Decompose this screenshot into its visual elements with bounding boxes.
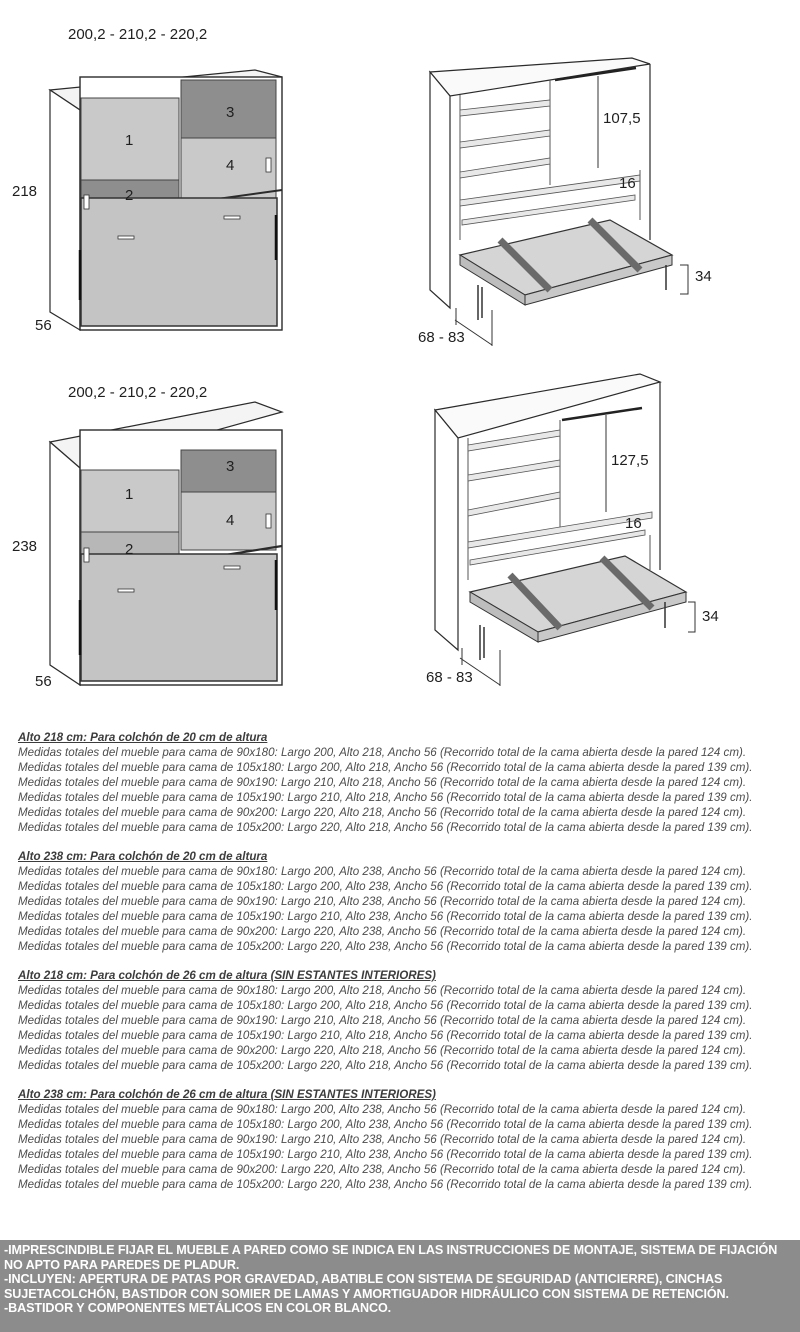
spec-group: Alto 238 cm: Para colchón de 20 cm de al… (18, 849, 788, 954)
closed-cabinet-238-figure: 200,2 - 210,2 - 220,2 238 56 1 2 3 4 (0, 360, 300, 700)
spec-line: Medidas totales del mueble para cama de … (18, 821, 753, 834)
spec-line: Medidas totales del mueble para cama de … (18, 1059, 753, 1072)
shelf-dimension-label: 16 (619, 175, 636, 192)
spec-line: Medidas totales del mueble para cama de … (18, 806, 747, 819)
spec-heading: Alto 238 cm: Para colchón de 20 cm de al… (18, 850, 268, 863)
spec-group: Alto 218 cm: Para colchón de 26 cm de al… (18, 968, 788, 1073)
spec-line: Medidas totales del mueble para cama de … (18, 1178, 753, 1191)
spec-group: Alto 218 cm: Para colchón de 20 cm de al… (18, 730, 788, 835)
spec-line: Medidas totales del mueble para cama de … (18, 746, 747, 759)
closed-cabinet-238-drawing (48, 401, 284, 687)
bed-front-panel (80, 553, 278, 682)
notice-band: -IMPRESCINDIBLE FIJAR EL MUEBLE A PARED … (0, 1240, 800, 1332)
bed-height-dimension-label: 34 (695, 268, 712, 285)
spec-line: Medidas totales del mueble para cama de … (18, 925, 747, 938)
compartment-1-label: 1 (125, 132, 134, 149)
compartment-4-label: 4 (226, 512, 235, 529)
spec-line: Medidas totales del mueble para cama de … (18, 1133, 747, 1146)
spec-line: Medidas totales del mueble para cama de … (18, 1148, 753, 1161)
height-dimension-label: 218 (12, 183, 38, 200)
compartment-3-label: 3 (226, 458, 235, 475)
panel-3 (180, 79, 277, 139)
compartment-1-label: 1 (125, 486, 134, 503)
spec-line: Medidas totales del mueble para cama de … (18, 910, 753, 923)
panel-4 (180, 491, 277, 551)
spec-line: Medidas totales del mueble para cama de … (18, 1118, 753, 1131)
inner-height-dimension-label: 107,5 (603, 110, 641, 127)
open-cabinet-238-figure: 127,5 16 34 68 - 83 (420, 370, 730, 700)
panel-4 (180, 137, 277, 201)
panel-3 (180, 449, 277, 499)
spec-line: Medidas totales del mueble para cama de … (18, 999, 753, 1012)
spec-line: Medidas totales del mueble para cama de … (18, 1029, 753, 1042)
panel-1 (80, 97, 180, 181)
spec-heading: Alto 238 cm: Para colchón de 26 cm de al… (18, 1088, 436, 1101)
spec-line: Medidas totales del mueble para cama de … (18, 791, 753, 804)
extension-dimension-label: 68 - 83 (418, 329, 465, 346)
bed-height-dimension-label: 34 (702, 608, 719, 625)
spec-heading: Alto 218 cm: Para colchón de 20 cm de al… (18, 731, 268, 744)
bed-front-panel (80, 197, 278, 327)
spec-line: Medidas totales del mueble para cama de … (18, 940, 753, 953)
compartment-2-label: 2 (125, 187, 134, 204)
spec-line: Medidas totales del mueble para cama de … (18, 984, 747, 997)
shelf-dimension-label: 16 (625, 515, 642, 532)
notice-metal-color: -BASTIDOR Y COMPONENTES METÁLICOS EN COL… (4, 1301, 392, 1315)
spec-line: Medidas totales del mueble para cama de … (18, 865, 747, 878)
spec-line: Medidas totales del mueble para cama de … (18, 776, 747, 789)
compartment-3-label: 3 (226, 104, 235, 121)
spec-line: Medidas totales del mueble para cama de … (18, 880, 753, 893)
closed-cabinet-218-figure: 200,2 - 210,2 - 220,2 218 56 1 2 3 4 (0, 0, 300, 360)
spec-line: Medidas totales del mueble para cama de … (18, 761, 753, 774)
spec-line: Medidas totales del mueble para cama de … (18, 1103, 747, 1116)
open-cabinet-218-drawing (428, 57, 689, 346)
depth-dimension-label: 56 (35, 317, 52, 334)
closed-cabinet-218-drawing (48, 69, 283, 332)
notice-includes: -INCLUYEN: APERTURA DE PATAS POR GRAVEDA… (4, 1272, 729, 1301)
spec-line: Medidas totales del mueble para cama de … (18, 1014, 747, 1027)
open-cabinet-218-figure: 107,5 16 34 68 - 83 (410, 50, 720, 360)
specifications-list: Alto 218 cm: Para colchón de 20 cm de al… (18, 730, 788, 1206)
spec-line: Medidas totales del mueble para cama de … (18, 1044, 747, 1057)
spec-line: Medidas totales del mueble para cama de … (18, 895, 747, 908)
notice-wall-fixing: -IMPRESCINDIBLE FIJAR EL MUEBLE A PARED … (4, 1243, 778, 1272)
depth-dimension-label: 56 (35, 673, 52, 690)
compartment-2-label: 2 (125, 541, 134, 558)
height-dimension-label: 238 (12, 538, 38, 555)
width-dimension-label: 200,2 - 210,2 - 220,2 (68, 384, 208, 401)
compartment-4-label: 4 (226, 157, 235, 174)
inner-height-dimension-label: 127,5 (611, 452, 649, 469)
spec-group: Alto 238 cm: Para colchón de 26 cm de al… (18, 1087, 788, 1192)
spec-line: Medidas totales del mueble para cama de … (18, 1163, 747, 1176)
spec-heading: Alto 218 cm: Para colchón de 26 cm de al… (18, 969, 436, 982)
extension-dimension-label: 68 - 83 (426, 669, 473, 686)
open-cabinet-238-drawing (433, 373, 696, 686)
width-dimension-label: 200,2 - 210,2 - 220,2 (68, 26, 208, 43)
